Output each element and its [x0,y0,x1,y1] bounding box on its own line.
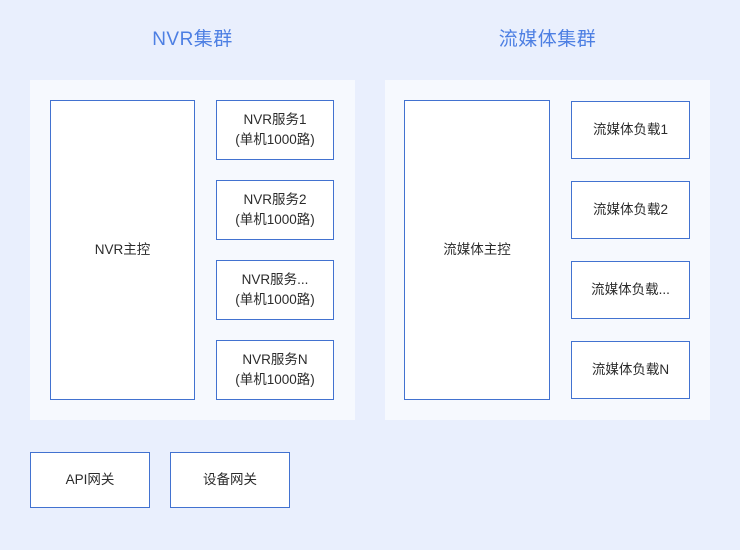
streaming-load-node-n-label: 流媒体负载N [591,362,670,377]
nvr-service-node-n-line2: (单机1000路) [235,372,315,387]
nvr-service-node-ellipsis-line2: (单机1000路) [235,292,315,307]
streaming-load-node-2-label: 流媒体负载2 [592,202,668,217]
cluster-streaming: 流媒体集群 流媒体主控 流媒体负载1 流媒体负载2 流媒体负载... 流媒体负载… [385,28,710,420]
nvr-service-node-1-line2: (单机1000路) [235,132,315,147]
nvr-service-node-1[interactable]: NVR服务1 (单机1000路) [216,100,334,160]
device-gateway-label: 设备网关 [203,472,257,487]
api-gateway-label: API网关 [65,472,115,487]
nvr-service-node-1-line1: NVR服务1 [243,112,307,127]
nvr-service-node-2[interactable]: NVR服务2 (单机1000路) [216,180,334,240]
streaming-load-node-1-label: 流媒体负载1 [592,122,668,137]
streaming-load-node-n[interactable]: 流媒体负载N [571,341,690,399]
cluster-nvr: NVR集群 NVR主控 NVR服务1 (单机1000路) NVR服务2 (单机1… [30,28,355,420]
streaming-load-node-ellipsis[interactable]: 流媒体负载... [571,261,690,319]
cluster-streaming-title: 流媒体集群 [498,29,597,50]
nvr-service-node-2-line1: NVR服务2 [243,192,307,207]
device-gateway-node[interactable]: 设备网关 [170,452,290,508]
streaming-load-node-1[interactable]: 流媒体负载1 [571,101,690,159]
nvr-master-node[interactable]: NVR主控 [50,100,195,400]
cluster-nvr-title: NVR集群 [152,29,233,50]
streaming-master-node[interactable]: 流媒体主控 [404,100,550,400]
streaming-load-node-ellipsis-label: 流媒体负载... [591,282,670,297]
nvr-master-label: NVR主控 [94,242,151,257]
nvr-service-node-2-line2: (单机1000路) [235,212,315,227]
nvr-service-node-ellipsis-line1: NVR服务... [241,272,309,287]
nvr-service-node-n[interactable]: NVR服务N (单机1000路) [216,340,334,400]
streaming-load-node-2[interactable]: 流媒体负载2 [571,181,690,239]
streaming-master-label: 流媒体主控 [443,242,511,257]
api-gateway-node[interactable]: API网关 [30,452,150,508]
nvr-service-node-n-line1: NVR服务N [242,352,308,367]
nvr-service-node-ellipsis[interactable]: NVR服务... (单机1000路) [216,260,334,320]
